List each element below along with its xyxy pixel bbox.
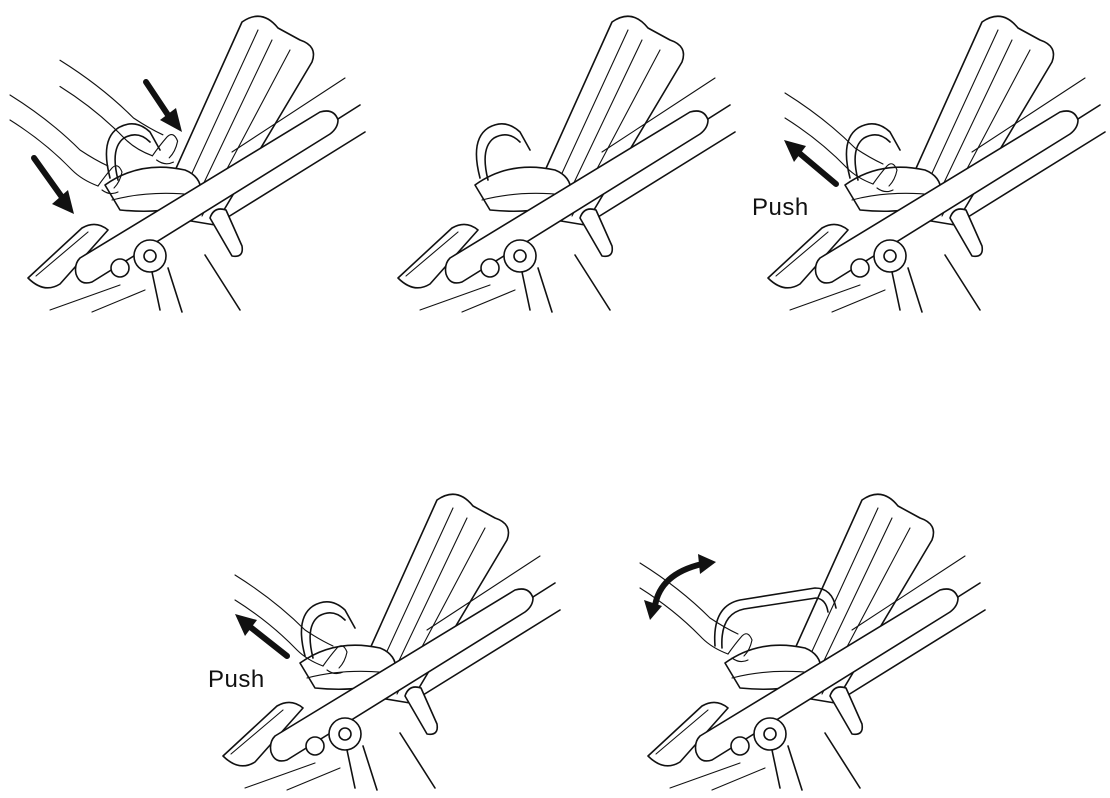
step-3-illustration xyxy=(740,0,1110,320)
push-arrow-icon-1 xyxy=(784,140,836,184)
step-1-illustration xyxy=(0,0,370,320)
push-label-step-4: Push xyxy=(208,666,265,694)
rotate-arrow-icon xyxy=(644,554,716,620)
step-5-illustration xyxy=(620,478,990,798)
press-arrow-icon-2 xyxy=(146,82,182,132)
step-4-illustration xyxy=(195,478,565,798)
step-2-illustration xyxy=(370,0,740,320)
push-label-step-3: Push xyxy=(752,194,809,222)
push-arrow-icon-2 xyxy=(235,614,287,656)
